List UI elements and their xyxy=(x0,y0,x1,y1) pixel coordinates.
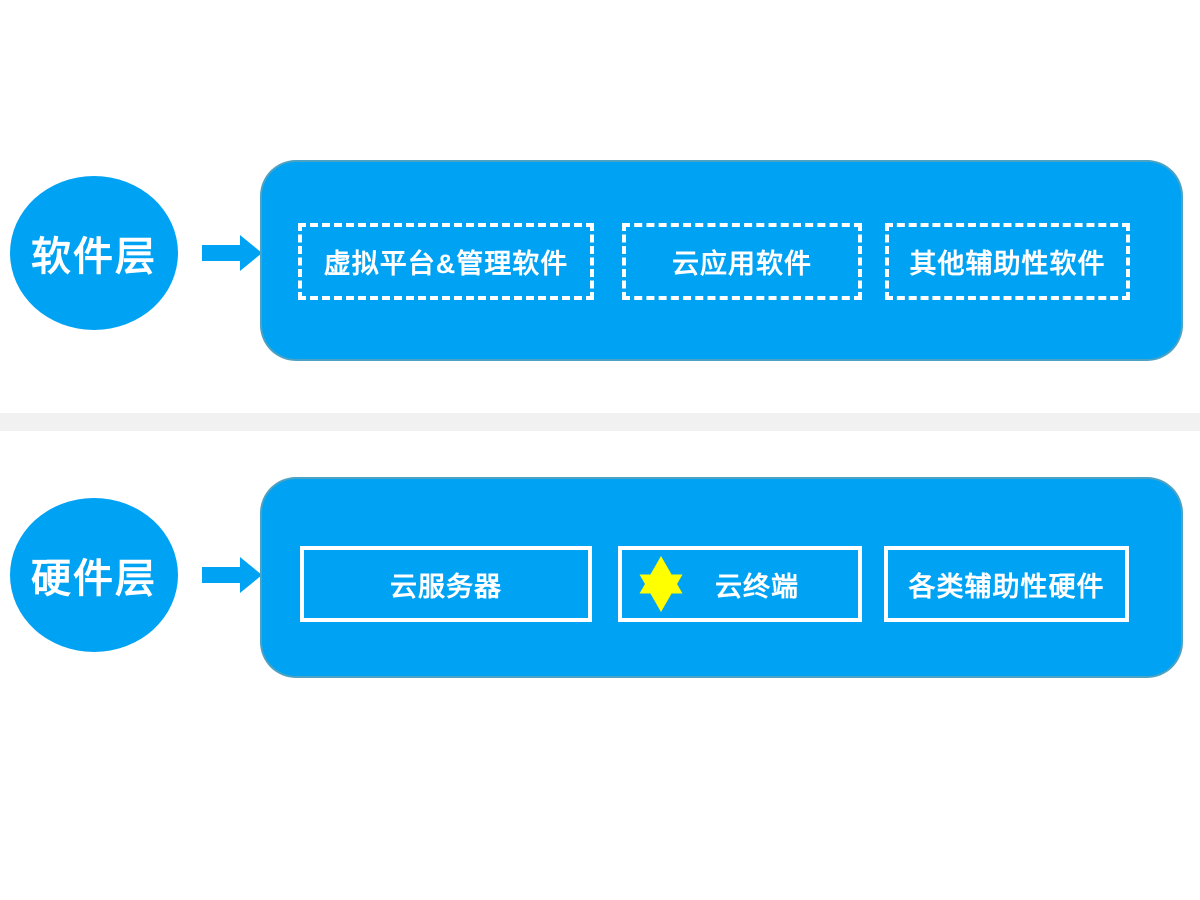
software-layer-panel: 虚拟平台&管理软件 云应用软件 其他辅助性软件 xyxy=(260,160,1183,361)
section-divider xyxy=(0,413,1200,431)
six-pointed-star-icon xyxy=(639,556,683,612)
hardware-item-label: 云终端 xyxy=(715,571,799,602)
hardware-item-other-auxiliary: 各类辅助性硬件 xyxy=(884,546,1129,622)
hardware-item-label: 各类辅助性硬件 xyxy=(908,571,1105,602)
software-item-label: 云应用软件 xyxy=(672,249,812,279)
software-layer-label: 软件层 xyxy=(31,235,157,279)
software-item-label: 虚拟平台&管理软件 xyxy=(323,249,569,279)
software-item-other-auxiliary: 其他辅助性软件 xyxy=(885,223,1130,300)
hardware-item-cloud-server: 云服务器 xyxy=(300,546,592,622)
arrow-right-icon xyxy=(202,557,262,593)
software-item-virtual-platform: 虚拟平台&管理软件 xyxy=(298,223,594,300)
hardware-layer-badge: 硬件层 xyxy=(10,498,178,652)
software-layer-badge: 软件层 xyxy=(10,176,178,330)
software-item-cloud-apps: 云应用软件 xyxy=(622,223,862,300)
software-item-label: 其他辅助性软件 xyxy=(909,249,1106,279)
arrow-right-icon xyxy=(202,235,262,271)
hardware-layer-label: 硬件层 xyxy=(31,557,157,601)
hardware-item-cloud-terminal: 云终端 xyxy=(618,546,862,622)
hardware-item-label: 云服务器 xyxy=(390,571,502,602)
hardware-layer-panel: 云服务器 云终端 各类辅助性硬件 xyxy=(260,477,1183,678)
